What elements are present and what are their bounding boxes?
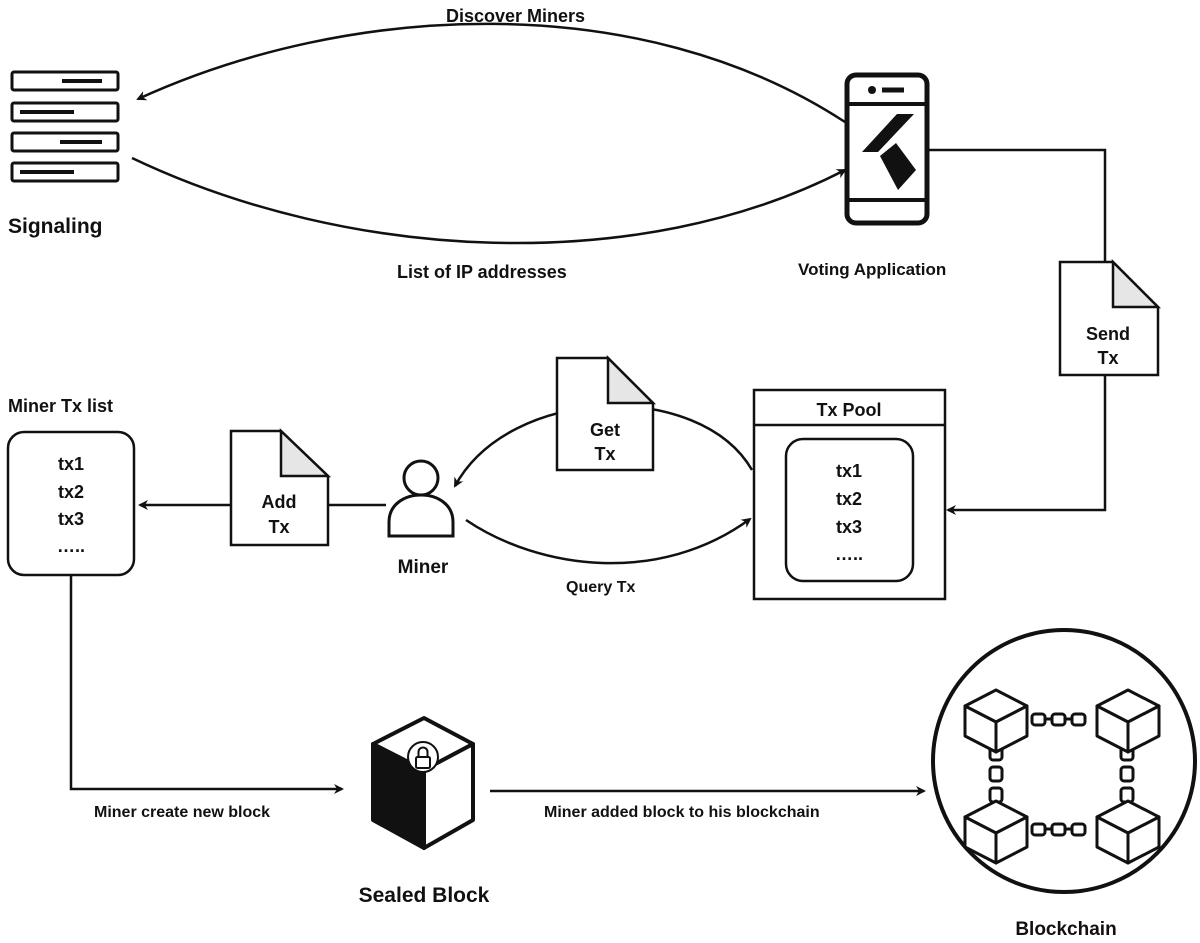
blockchain-label: Blockchain	[1015, 919, 1116, 940]
send-tx-document: Send Tx	[1058, 258, 1162, 377]
tx-pool-item: tx2	[836, 489, 862, 509]
add-tx-document: Add Tx	[229, 428, 332, 547]
query-tx-label: Query Tx	[566, 579, 635, 596]
query-tx-edge	[465, 517, 752, 565]
tx-pool-item: tx3	[836, 517, 862, 537]
add-block-label: Miner added block to his blockchain	[544, 804, 820, 821]
tx-pool-title: Tx Pool	[816, 400, 881, 420]
miner-label: Miner	[398, 557, 449, 578]
get-tx-document: Get Tx	[555, 354, 657, 472]
tx-pool-item: tx1	[836, 461, 862, 481]
discover-miners-label: Discover Miners	[446, 6, 585, 26]
send-tx-line-2: Tx	[1097, 348, 1118, 368]
user-icon	[387, 459, 455, 538]
signaling-label: Signaling	[8, 215, 103, 238]
ip-list-edge	[131, 156, 847, 245]
smartphone-flutter-icon	[844, 72, 930, 226]
miner-tx-item: tx3	[58, 509, 84, 529]
create-block-edge	[69, 576, 344, 794]
voting-app-label: Voting Application	[798, 260, 946, 279]
get-tx-line-1: Get	[590, 420, 620, 440]
miner-tx-list-title: Miner Tx list	[8, 396, 113, 416]
get-tx-line-2: Tx	[594, 444, 615, 464]
miner-tx-item: tx1	[58, 454, 84, 474]
sealed-block-label: Sealed Block	[359, 884, 490, 907]
add-tx-line-1: Add	[262, 492, 297, 512]
miner-tx-item: …..	[57, 536, 85, 556]
add-tx-line-2: Tx	[268, 517, 289, 537]
miner-tx-item: tx2	[58, 482, 84, 502]
send-tx-line-1: Send	[1086, 324, 1130, 344]
create-block-label: Miner create new block	[94, 804, 270, 821]
miner-tx-list-box: tx1 tx2 tx3 …..	[6, 430, 136, 577]
tx-pool-item: …..	[835, 544, 863, 564]
server-stack-icon	[10, 70, 120, 183]
ip-list-label: List of IP addresses	[397, 262, 567, 282]
locked-cube-icon	[371, 716, 475, 850]
chained-cubes-icon	[931, 628, 1197, 894]
tx-pool-container: Tx Pool tx1 tx2 tx3 …..	[752, 388, 947, 601]
discover-miners-edge	[136, 22, 846, 124]
